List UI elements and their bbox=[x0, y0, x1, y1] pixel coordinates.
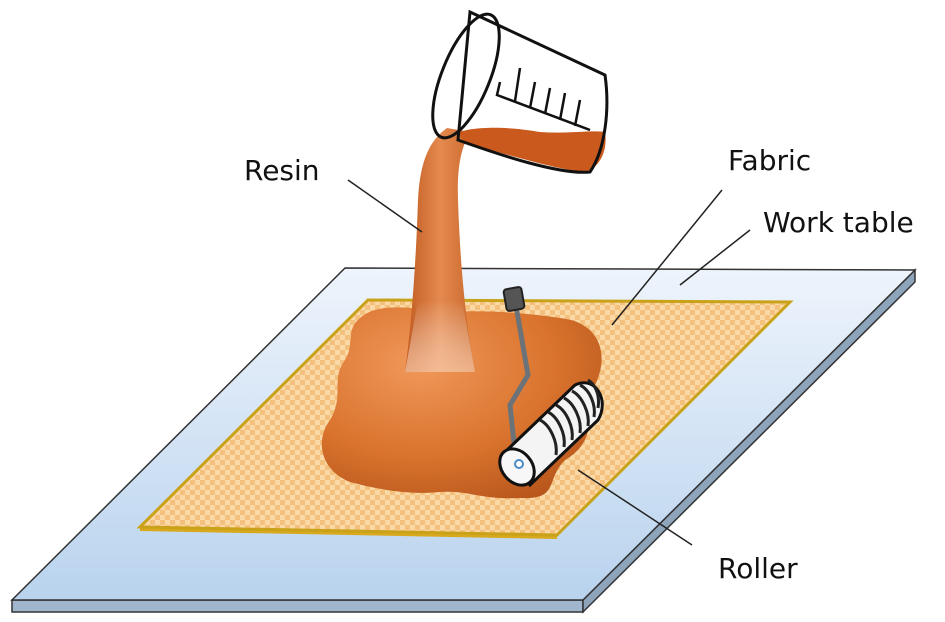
label-resin: Resin bbox=[244, 154, 320, 187]
beaker-graduations bbox=[495, 67, 591, 132]
label-fabric: Fabric bbox=[728, 144, 812, 177]
beaker bbox=[431, 9, 609, 174]
resin-stream bbox=[405, 128, 475, 372]
leader-lines bbox=[347, 179, 751, 546]
label-roller: Roller bbox=[718, 552, 798, 585]
label-work-table: Work table bbox=[763, 206, 914, 239]
roller bbox=[498, 286, 604, 488]
